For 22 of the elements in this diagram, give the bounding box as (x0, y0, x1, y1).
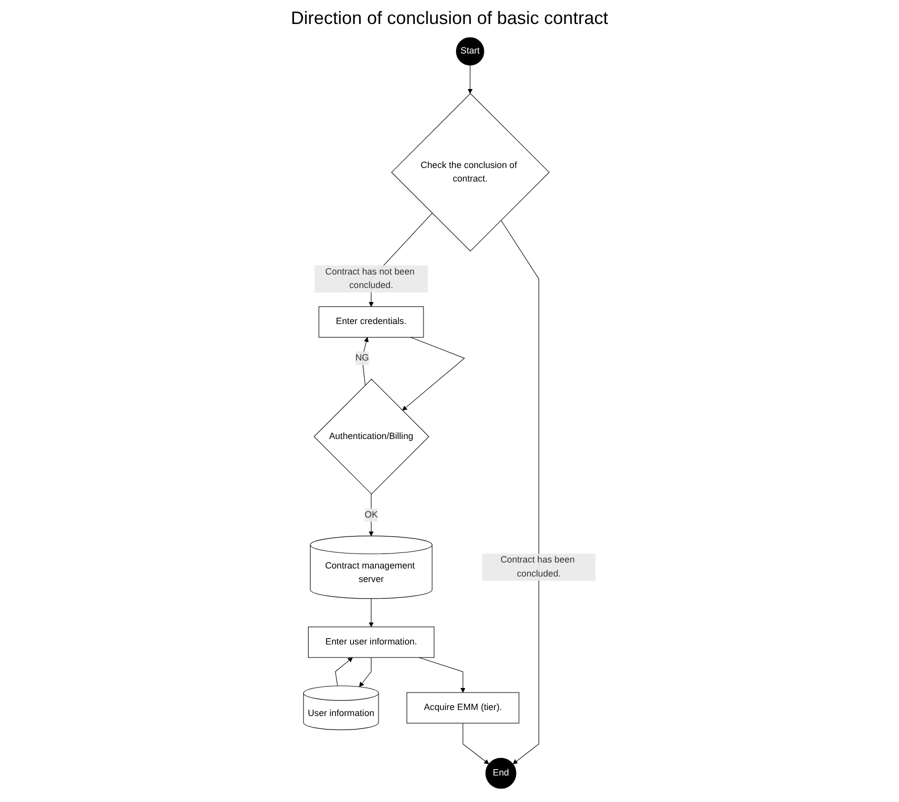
edge-label: NG (355, 353, 369, 363)
node-circle: End (485, 758, 516, 789)
arrow (368, 494, 374, 536)
node-box: Enter credentials. (318, 306, 424, 338)
arrow (418, 657, 466, 693)
arrow (500, 220, 540, 764)
arrow (368, 598, 374, 628)
diagram-title: Direction of conclusion of basic contract (290, 8, 610, 29)
node-circle: Start (456, 37, 484, 66)
node-box: Enter user information. (308, 626, 434, 658)
edge-label: Contract has not been concluded. (325, 266, 415, 290)
arrow (362, 337, 369, 386)
node-box: Acquire EMM (tier). (406, 692, 520, 724)
arrow (359, 657, 372, 687)
node-diamond: Authentication/Billing (314, 378, 430, 494)
arrow (402, 336, 465, 411)
edge-label: Contract has been concluded. (500, 555, 575, 579)
arrow (335, 657, 353, 686)
arrow (462, 722, 490, 764)
node-diamond: Check the conclusion of contract. (391, 93, 550, 252)
edge-label: OK (364, 510, 378, 520)
arrow (468, 64, 473, 94)
